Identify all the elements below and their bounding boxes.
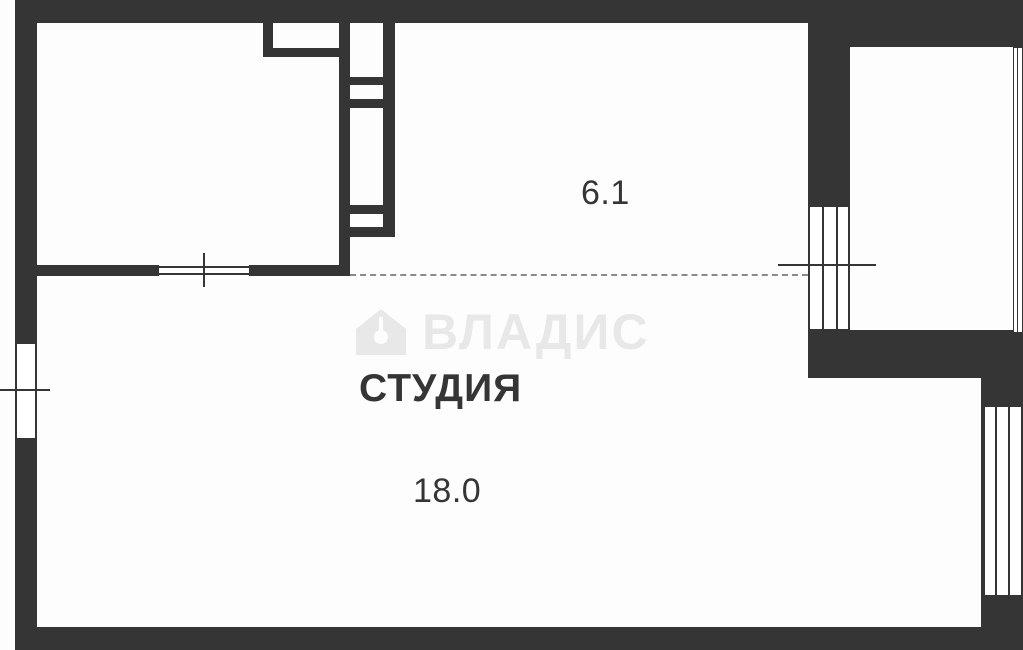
area-upper-room: 6.1 [581, 174, 630, 212]
door-bathroom-marker [203, 253, 205, 287]
balcony-window-line [1017, 47, 1018, 333]
niche-left [263, 22, 273, 57]
shaft-right-wall [383, 22, 395, 237]
shaft-slab-1 [350, 77, 384, 85]
shaft-slab-4 [350, 227, 395, 237]
wall-bathroom-bottom-left [37, 265, 159, 276]
window-left [15, 342, 37, 440]
shaft-left-wall [339, 22, 350, 276]
balcony-window [1013, 47, 1023, 333]
shaft-slab-3 [350, 205, 384, 214]
window-right-mullion-2 [1008, 405, 1010, 597]
zone-divider [350, 274, 808, 276]
wall-left-lower [15, 440, 37, 650]
area-studio: 18.0 [413, 472, 482, 510]
balcony-door-marker [778, 264, 876, 266]
room-name-studio: СТУДИЯ [359, 367, 523, 410]
window-right [983, 405, 1023, 597]
house-key-logo-icon [356, 309, 406, 355]
window-right-mullion-1 [995, 405, 997, 597]
wall-left-upper [15, 0, 37, 342]
balcony-door-mullion-2 [836, 205, 838, 331]
balcony-door-mullion-1 [822, 205, 824, 331]
wall-bottom [15, 627, 1023, 650]
watermark-text: ВЛАДИС [422, 304, 650, 360]
wall-bathroom-bottom-right [249, 265, 350, 276]
balcony-door [808, 205, 850, 331]
watermark: ВЛАДИС [352, 307, 650, 357]
niche-bottom [263, 48, 343, 57]
wall-right-column [808, 0, 850, 206]
shaft-slab-2 [350, 99, 384, 108]
window-left-marker [0, 389, 50, 391]
wall-top [15, 0, 850, 23]
